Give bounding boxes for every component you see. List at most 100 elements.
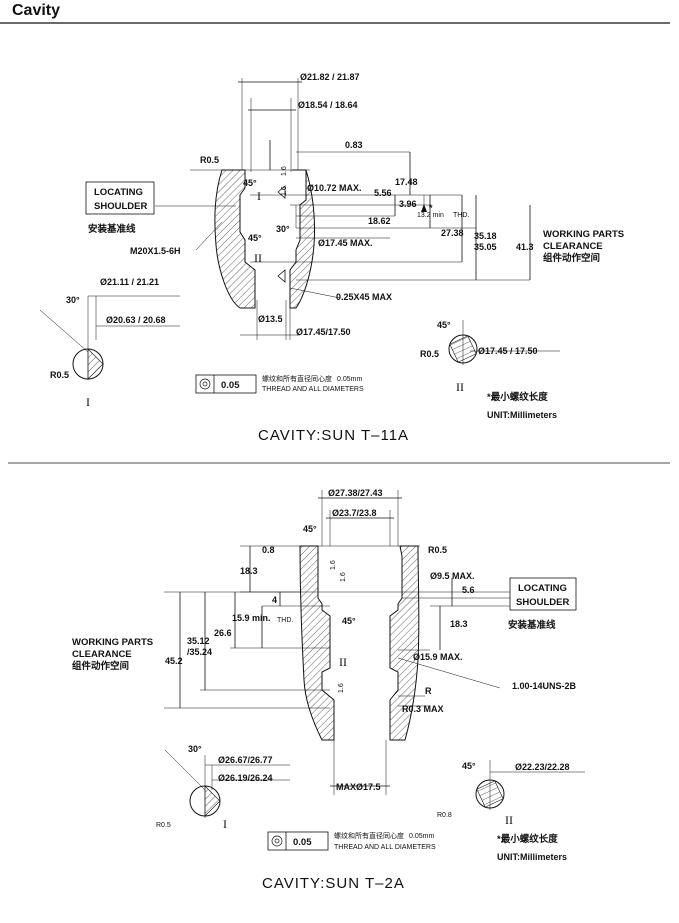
bottom-finish-a: 1.6 — [330, 560, 337, 570]
bottom-tolerance-note-val: 0.05mm — [409, 833, 434, 840]
bottom-dim-452: 45.2 — [165, 656, 183, 666]
bottom-detail-ii-label: II — [505, 813, 513, 827]
top-detail-ii-angle: 45° — [437, 320, 451, 330]
top-detail-i-d2: Ø20.63 / 20.68 — [106, 315, 166, 325]
top-tolerance-frame: 0.05 螺纹和所有直径同心度 0.05mm THREAD AND ALL DI… — [195, 374, 364, 394]
top-dim-413: 41.3 — [516, 242, 534, 252]
top-detail-ii-radius: R0.5 — [420, 349, 439, 359]
top-tolerance-value: 0.05 — [221, 380, 240, 391]
bottom-locating-line2: SHOULDER — [516, 597, 569, 608]
bottom-dim-183b: 18.3 — [450, 619, 468, 629]
top-detail-i-label: I — [86, 395, 90, 409]
bottom-angle-45: 45° — [303, 524, 317, 534]
top-tolerance-note-cn: 螺纹和所有直径同心度 — [262, 374, 332, 383]
top-angle-45b: 45° — [248, 233, 262, 243]
top-dim-396: 3.96 — [399, 199, 417, 209]
top-angle-30: 30° — [276, 224, 290, 234]
top-thread-label: M20X1.5-6H — [130, 246, 181, 256]
bottom-dim-3524: /35.24 — [187, 647, 212, 657]
bottom-detail-ii-diameter: Ø22.23/22.28 — [515, 762, 570, 772]
top-detail-i-angle: 30° — [66, 295, 80, 305]
top-locating-shoulder: LOCATING SHOULDER 安装基准线 — [85, 181, 155, 235]
top-dim-1745max: Ø17.45 MAX. — [318, 238, 373, 248]
top-dimension-labels: Ø21.82 / 21.87 Ø18.54 / 18.64 0.83 R0.5 … — [130, 72, 534, 337]
bottom-dim-4: 4 — [272, 595, 277, 605]
bottom-r-label: R — [425, 686, 432, 696]
bottom-thread-label: 1.00-14UNS-2B — [512, 681, 577, 691]
top-working-line2: CLEARANCE — [543, 241, 603, 252]
bottom-tolerance-note-cn: 螺纹和所有直径同心度 — [334, 831, 404, 840]
bottom-locating-shoulder: LOCATING SHOULDER 安装基准线 — [508, 577, 577, 631]
bottom-working-line1: WORKING PARTS — [72, 637, 153, 648]
bottom-locating-cn: 安装基准线 — [508, 619, 556, 631]
bottom-angle-45b: 45° — [342, 616, 356, 626]
top-dim-135: Ø13.5 — [258, 314, 283, 324]
top-unit: UNIT:Millimeters — [487, 410, 557, 420]
top-inner-diameter-label: Ø18.54 / 18.64 — [298, 100, 358, 110]
bottom-right-wall — [389, 545, 420, 741]
top-detail-ii-diameter: Ø17.45 / 17.50 — [478, 346, 538, 356]
top-callout-i: I — [257, 189, 261, 203]
bottom-bore-diameter-label: Ø27.38/27.43 — [328, 488, 383, 498]
top-radius-label: R0.5 — [200, 155, 219, 165]
top-chamfer-label: 0.25X45 MAX — [336, 292, 392, 302]
bottom-working-clearance: WORKING PARTS CLEARANCE 组件动作空间 — [72, 637, 153, 672]
top-cavity-drawing — [155, 78, 531, 340]
top-detail-i-d1: Ø21.11 / 21.21 — [100, 277, 159, 287]
bottom-tolerance-note-en: THREAD AND ALL DIAMETERS — [334, 844, 436, 851]
top-star: * — [429, 203, 433, 213]
bottom-radius-label: R0.5 — [428, 545, 447, 555]
top-dim-556: 5.56 — [374, 188, 392, 198]
top-detail-i: 30° Ø21.11 / 21.21 Ø20.63 / 20.68 R0.5 I — [39, 277, 180, 409]
bottom-dim-266: 26.6 — [214, 628, 232, 638]
bottom-tolerance-frame: 0.05 螺纹和所有直径同心度 0.05mm THREAD AND ALL DI… — [267, 831, 436, 851]
bottom-finish-b: 1.6 — [340, 572, 347, 582]
top-detail-i-radius: R0.5 — [50, 370, 69, 380]
bottom-callout-ii: II — [339, 655, 347, 669]
top-dim-132: 13.2 min — [417, 212, 444, 219]
bottom-detail-i-angle: 30° — [188, 744, 202, 754]
bottom-left-wall — [299, 545, 335, 741]
top-locating-cn: 安装基准线 — [88, 223, 136, 235]
bottom-dim-183a: 18.3 — [240, 566, 258, 576]
top-detail-ii-label: II — [456, 380, 464, 394]
bottom-locating-line1: LOCATING — [518, 583, 567, 594]
bottom-tolerance-value: 0.05 — [293, 837, 312, 848]
top-working-cn: 组件动作空间 — [543, 252, 600, 264]
top-locating-line1: LOCATING — [94, 187, 143, 198]
bottom-detail-ii-radius: R0.8 — [437, 812, 452, 819]
bottom-working-cn: 组件动作空间 — [72, 660, 129, 672]
bottom-dim-3512: 35.12 — [187, 636, 210, 646]
top-angle-45: 45° — [243, 178, 257, 188]
top-finish-a: 1.6 — [281, 166, 288, 176]
top-working-clearance: WORKING PARTS CLEARANCE 组件动作空间 — [543, 229, 624, 264]
bottom-detail-i: 30° Ø26.67/26.77 Ø26.19/26.24 R0.5 I — [156, 744, 290, 831]
top-bore-diameter-label: Ø21.82 / 21.87 — [300, 72, 360, 82]
top-tolerance-note-en: THREAD AND ALL DIAMETERS — [262, 386, 364, 393]
concentricity-icon — [271, 835, 283, 847]
top-dim-1748: 17.48 — [395, 177, 418, 187]
top-detail-ii: 45° R0.5 Ø17.45 / 17.50 II — [420, 320, 560, 394]
bottom-finish-c: 1.6 — [338, 683, 345, 693]
top-callout-ii: II — [254, 251, 262, 265]
bottom-cavity-drawing — [164, 490, 510, 795]
bottom-dim-56: 5.6 — [462, 585, 475, 595]
top-thd: THD. — [453, 212, 469, 219]
top-dim-2738: 27.38 — [441, 228, 464, 238]
bottom-thd: THD. — [277, 617, 293, 624]
bottom-unit: UNIT:Millimeters — [497, 852, 567, 862]
bottom-dimension-labels: Ø27.38/27.43 Ø23.7/23.8 45° 0.8 R0.5 1.6… — [165, 488, 577, 792]
bottom-detail-i-label: I — [223, 817, 227, 831]
top-dim-3505: 35.05 — [474, 242, 497, 252]
bottom-detail-ii-angle: 45° — [462, 761, 476, 771]
bottom-detail-i-d1: Ø26.67/26.77 — [218, 755, 273, 765]
top-finish-b: 1.6 — [281, 186, 288, 196]
bottom-dim-95: Ø9.5 MAX. — [430, 571, 475, 581]
bottom-dim-159: 15.9 min. — [232, 613, 271, 623]
bottom-dim-08: 0.8 — [262, 545, 275, 555]
bottom-r03-label: R0.3 MAX — [402, 704, 444, 714]
bottom-working-line2: CLEARANCE — [72, 649, 132, 660]
page-title: Cavity — [12, 2, 61, 19]
top-dim-083: 0.83 — [345, 140, 363, 150]
